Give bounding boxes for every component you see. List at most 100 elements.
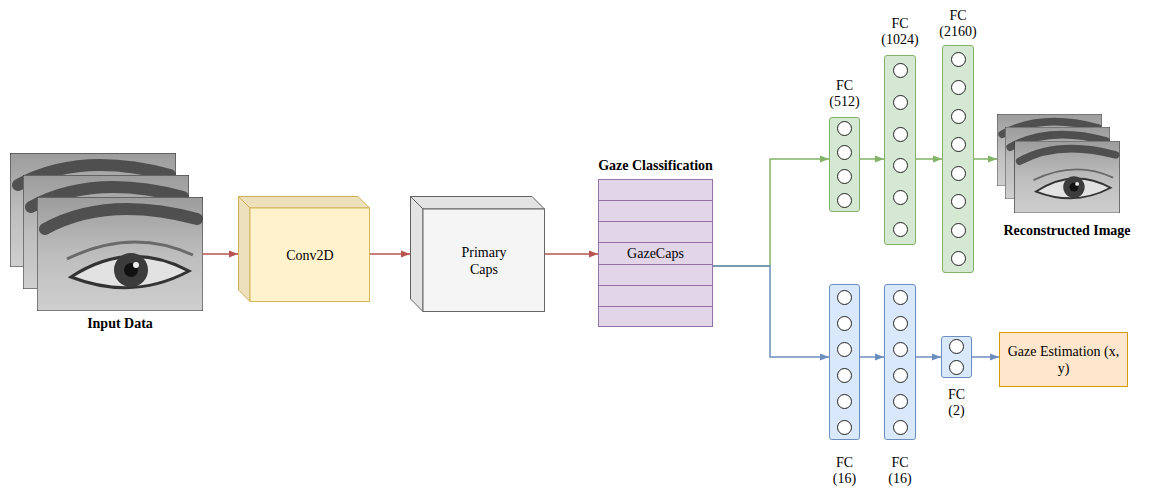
label-holder: Input Data — [87, 315, 153, 332]
neuron-circle — [951, 251, 966, 266]
output-label: Gaze Estimation (x, y) — [1008, 343, 1120, 377]
connector-arrow — [203, 253, 238, 255]
neuron-circle — [951, 80, 966, 95]
cube-face-text-area: Primary Caps — [423, 209, 545, 312]
cube-face — [411, 197, 424, 312]
connector-arrow — [545, 253, 598, 255]
neuron-circle — [893, 95, 908, 110]
image-caption: Reconstructed Image — [1003, 222, 1130, 239]
connector-arrow — [860, 356, 884, 358]
fc-layer: FC (1024) — [884, 55, 916, 245]
connector-arrow — [370, 253, 410, 255]
connector-arrow — [916, 356, 941, 358]
cube-shade — [239, 197, 251, 302]
neuron-circle — [837, 121, 852, 136]
capsule-stack: Gaze ClassificationGazeCaps — [598, 179, 713, 327]
connector-arrow — [713, 159, 829, 266]
capsule-row-line — [599, 200, 712, 201]
layer-label: FC (2160) — [939, 8, 976, 40]
layer-label: FC (16) — [833, 455, 856, 487]
cube-shade — [239, 197, 370, 209]
capsule-row-line — [599, 306, 712, 307]
neuron-circle — [951, 223, 966, 238]
neuron-circle — [951, 109, 966, 124]
fc-layer: FC (16) — [829, 284, 860, 440]
layer-name: Conv2D — [286, 247, 333, 264]
capsule-row-line — [599, 221, 712, 222]
cube-face — [239, 197, 370, 209]
cube-face — [239, 197, 251, 302]
neuron-circle — [893, 316, 908, 331]
reconstructed-image-stack: Reconstructed Image — [997, 114, 1120, 213]
neuron-circle — [951, 194, 966, 209]
capsule-row-line — [599, 264, 712, 265]
layer-label: FC (2) — [948, 387, 965, 419]
layer-label: FC (512) — [829, 78, 859, 110]
label-holder: FC (2) — [948, 387, 965, 419]
neuron-circle — [893, 394, 908, 409]
capsule-row-line — [599, 285, 712, 286]
neuron-circle — [837, 169, 852, 184]
label-holder: FC (2160) — [939, 8, 976, 40]
neuron-circle — [893, 63, 908, 78]
neuron-circle — [837, 368, 852, 383]
neuron-circle — [893, 158, 908, 173]
neuron-circle — [837, 420, 852, 435]
neuron-circle — [951, 166, 966, 181]
layer-label: FC (16) — [888, 455, 911, 487]
connector-arrow — [916, 158, 942, 160]
neuron-circle — [893, 290, 908, 305]
fc-layer: FC (16) — [884, 284, 916, 440]
neuron-circle — [837, 342, 852, 357]
fc-layer: FC (512) — [829, 117, 860, 212]
neuron-circle — [837, 145, 852, 160]
neuron-circle — [837, 394, 852, 409]
neuron-circle — [893, 127, 908, 142]
cube-shade — [411, 197, 545, 210]
connector-arrow — [974, 158, 997, 160]
neuron-circle — [949, 360, 964, 375]
heading-holder: Gaze Classification — [598, 157, 713, 174]
neuron-circle — [893, 420, 908, 435]
cube-face-text-area: Conv2D — [250, 208, 370, 302]
neuron-circle — [893, 342, 908, 357]
fc-layer: FC (2160) — [942, 45, 974, 273]
cube-shade — [411, 197, 424, 312]
image-caption: Input Data — [87, 315, 153, 332]
eye-image — [37, 197, 203, 311]
layer-name: Primary Caps — [461, 244, 506, 278]
neuron-circle — [949, 339, 964, 354]
neuron-circle — [893, 368, 908, 383]
conv-layer-box: Conv2D — [238, 196, 370, 302]
capsule-name: GazeCaps — [627, 245, 684, 262]
output-box: Gaze Estimation (x, y) — [999, 332, 1128, 387]
neuron-circle — [951, 137, 966, 152]
fc-layer: FC (2) — [941, 336, 972, 378]
connector-arrow — [972, 356, 999, 358]
neuron-circle — [893, 222, 908, 237]
layer-label: FC (1024) — [881, 16, 918, 48]
cube-front — [250, 208, 370, 302]
eye-image — [1015, 141, 1120, 213]
cube-front — [423, 209, 545, 312]
label-holder: Reconstructed Image — [1003, 222, 1130, 239]
label-holder: FC (16) — [833, 455, 856, 487]
neuron-circle — [837, 290, 852, 305]
neuron-circle — [893, 190, 908, 205]
section-heading: Gaze Classification — [598, 157, 713, 174]
connector-arrow — [713, 266, 829, 357]
primary-caps-box: Primary Caps — [410, 196, 545, 312]
reconstructed-eye-stack — [997, 114, 1119, 213]
neuron-circle — [837, 316, 852, 331]
connector-arrow — [860, 158, 884, 160]
input-image-stack: Input Data — [10, 153, 203, 311]
input-eye-stack — [10, 153, 203, 311]
cube-face — [411, 197, 545, 210]
neuron-circle — [951, 52, 966, 67]
label-holder: FC (1024) — [881, 16, 918, 48]
label-holder: FC (16) — [888, 455, 911, 487]
label-holder: FC (512) — [829, 78, 859, 110]
